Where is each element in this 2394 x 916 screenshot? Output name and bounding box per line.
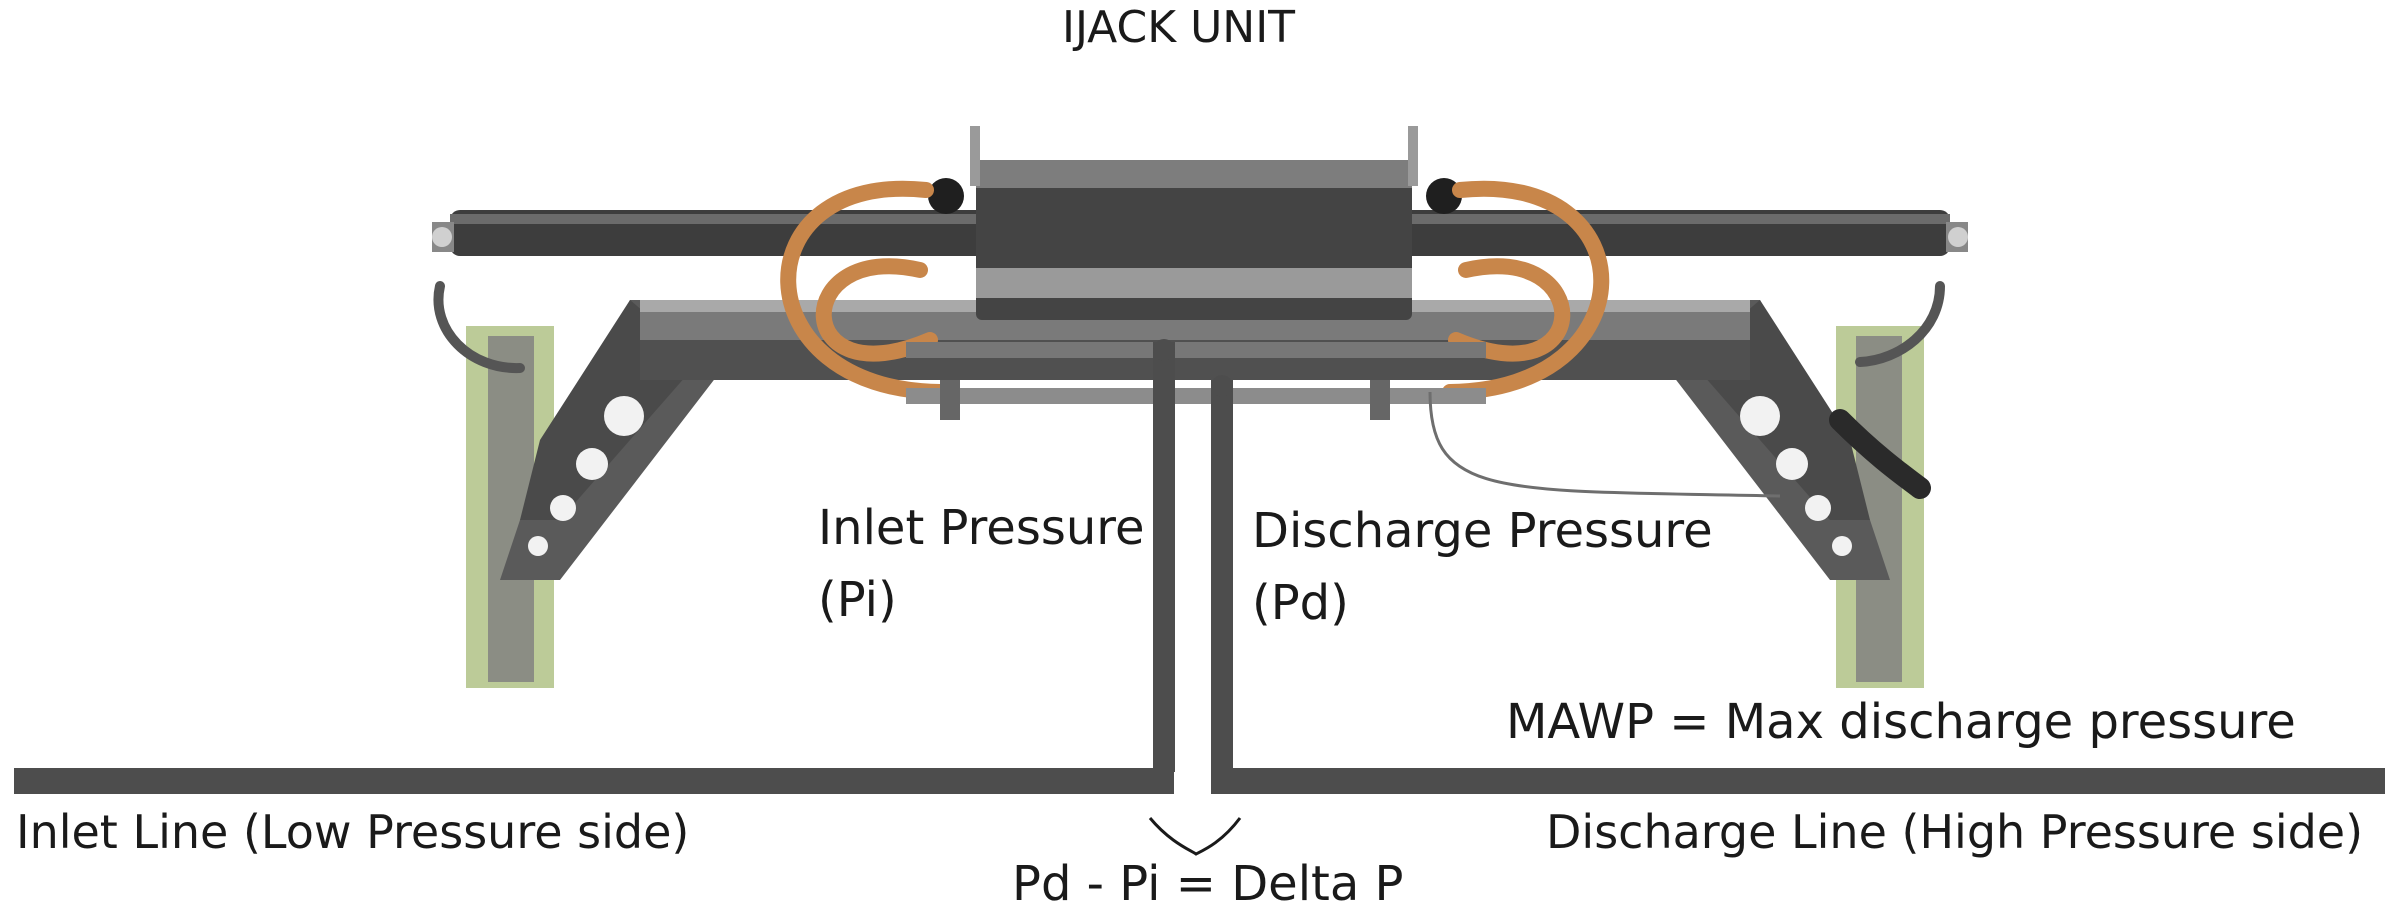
copper-hoses (780, 180, 1610, 400)
diagram-title: IJACK UNIT (1062, 2, 1296, 53)
delta-p-label: Pd - Pi = Delta P (1012, 856, 1404, 912)
inlet-tap-pipe (1153, 339, 1175, 772)
discharge-pressure-label: Discharge Pressure (1252, 503, 1713, 559)
inlet-line-label: Inlet Line (Low Pressure side) (16, 805, 690, 859)
side-hoses (433, 281, 1945, 499)
mawp-label: MAWP = Max discharge pressure (1506, 694, 2296, 750)
discharge-pressure-symbol: (Pd) (1252, 575, 1349, 631)
pump-body (928, 126, 1462, 320)
discharge-line-pipe (1211, 768, 2385, 794)
discharge-line-label: Discharge Line (High Pressure side) (1546, 805, 2364, 859)
discharge-tap-pipe (1211, 375, 1233, 772)
inlet-pressure-symbol: (Pi) (818, 572, 897, 628)
inlet-line-pipe (14, 768, 1174, 794)
delta-bracket (1148, 817, 1242, 856)
sensor-wire (1428, 391, 1781, 498)
inlet-pressure-label: Inlet Pressure (818, 500, 1145, 556)
manifold-pipes (906, 342, 1486, 420)
